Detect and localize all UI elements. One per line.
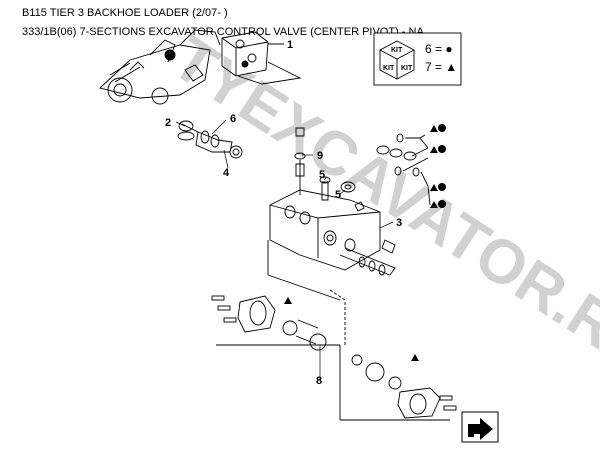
- callout-6: 6: [230, 113, 236, 125]
- callout-1: 1: [287, 39, 293, 51]
- callout-3: 3: [396, 217, 402, 229]
- kit-legend: KIT KIT KIT 6 = ● 7 = ▲: [373, 32, 462, 86]
- callout-9: 9: [317, 150, 323, 162]
- control-valve-assembly-1: [221, 31, 302, 85]
- kit-label-left: KIT: [383, 65, 395, 72]
- legend-row-7: 7 = ▲: [425, 60, 457, 74]
- callout-8: 8: [316, 375, 322, 387]
- section-assembly-8: [211, 289, 457, 421]
- callout-5b: 5: [335, 189, 341, 201]
- fittings-group: [177, 120, 243, 159]
- callout-4: 4: [223, 167, 230, 179]
- machine-thumbnail: [99, 29, 221, 105]
- leader-lines: [175, 43, 394, 380]
- next-page-arrow-icon[interactable]: [461, 411, 499, 443]
- callout-5a: 5: [319, 169, 325, 181]
- kit-label-top: KIT: [391, 47, 403, 54]
- legend-row-6: 6 = ●: [425, 42, 453, 56]
- page-title: B115 TIER 3 BACKHOE LOADER (2/07- ): [22, 7, 228, 19]
- page-subtitle: 333/1B(06) 7-SECTIONS EXCAVATOR CONTROL …: [22, 26, 424, 38]
- kit-box-icon: [379, 40, 415, 80]
- plugs-and-screws: [294, 127, 365, 212]
- seal-rings: [376, 133, 431, 206]
- kit-markers: [430, 124, 446, 208]
- kit-markers-lower: [284, 297, 419, 361]
- valve-body: [267, 189, 396, 301]
- callout-2: 2: [165, 117, 171, 129]
- kit-label-right: KIT: [401, 65, 413, 72]
